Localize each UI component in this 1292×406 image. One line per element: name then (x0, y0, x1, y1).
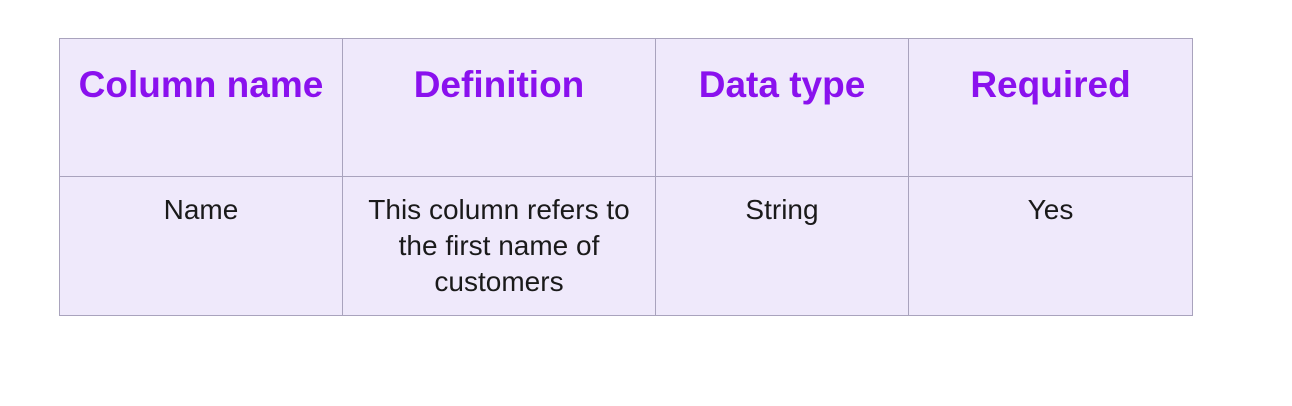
table-body: Name This column refers to the first nam… (59, 176, 1193, 316)
header-column-name: Column name (59, 38, 343, 177)
table-header: Column name Definition Data type Require… (59, 38, 1193, 177)
header-required: Required (908, 38, 1193, 177)
table-row: Name This column refers to the first nam… (59, 176, 1193, 316)
header-data-type: Data type (655, 38, 909, 177)
cell-required: Yes (908, 176, 1193, 316)
header-row: Column name Definition Data type Require… (59, 38, 1193, 177)
header-definition: Definition (342, 38, 656, 177)
cell-column-name: Name (59, 176, 343, 316)
schema-definition-table: Column name Definition Data type Require… (59, 38, 1193, 316)
cell-data-type: String (655, 176, 909, 316)
cell-definition: This column refers to the first name of … (342, 176, 656, 316)
